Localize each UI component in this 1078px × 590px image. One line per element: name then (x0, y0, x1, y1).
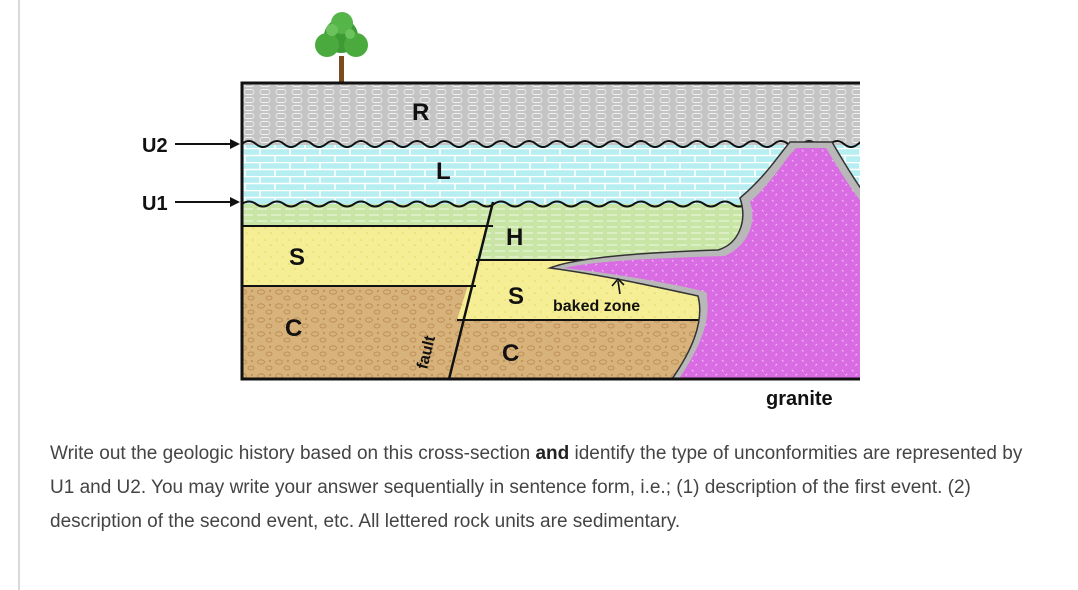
svg-text:U1: U1 (142, 193, 168, 215)
question-text: Write out the geologic history based on … (50, 437, 1050, 539)
unit-c-right-label: C (502, 340, 519, 367)
u2-unconformity-line (242, 140, 860, 148)
geologic-cross-section: U2 U1 R L H S C S C fault baked zone gra… (130, 8, 860, 418)
unit-s-right-label: S (508, 283, 524, 310)
baked-zone-label: baked zone (553, 298, 640, 315)
question-part1: Write out the geologic history based on … (50, 443, 536, 464)
fault-line (447, 201, 495, 379)
unit-l-label: L (436, 158, 451, 185)
left-border-rule (18, 0, 20, 590)
unit-c-left-layer (242, 286, 476, 379)
cross-section-frame (240, 81, 860, 381)
baked-zone-arrow-icon (611, 277, 625, 295)
unit-r-label: R (412, 99, 429, 126)
unit-h-left-strip (242, 202, 493, 226)
unit-c-left-label: C (285, 315, 302, 342)
granite-label: granite (766, 388, 833, 410)
unit-s-left-label: S (289, 244, 305, 271)
tree-icon (315, 12, 368, 83)
unit-h-label: H (506, 224, 523, 251)
svg-text:U2: U2 (142, 135, 168, 157)
granite-intrusion (564, 148, 860, 379)
unit-s-left-layer (242, 226, 493, 286)
question-bold: and (535, 443, 570, 464)
question-part2: identify the type of unconformities are … (50, 443, 1023, 532)
marker-u2: U2 (142, 135, 240, 157)
unit-r-layer (242, 83, 860, 145)
marker-u1: U1 (142, 193, 240, 215)
